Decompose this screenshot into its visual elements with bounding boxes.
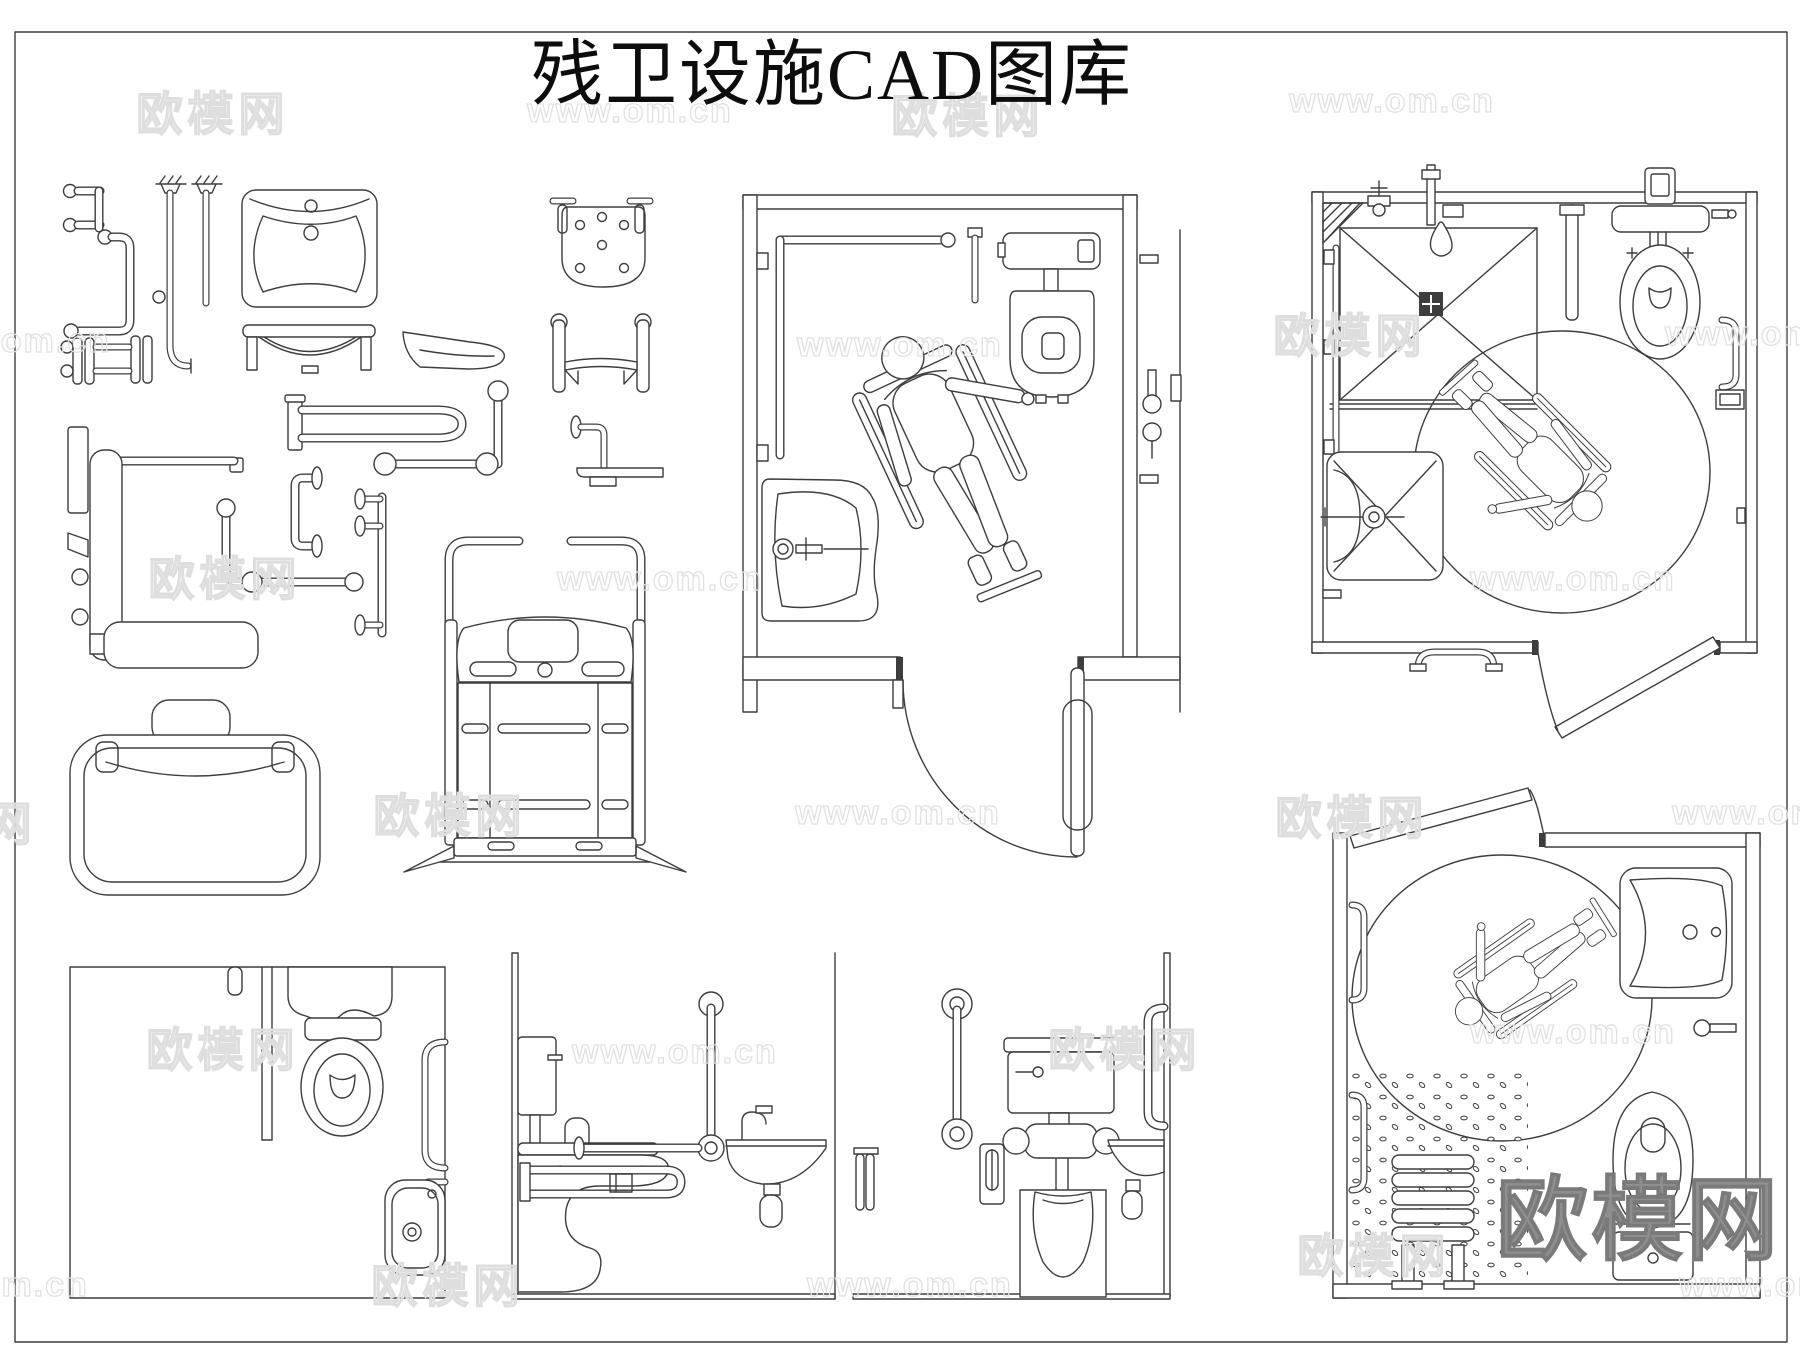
floorplan-accessible-wc (742, 194, 1182, 858)
watermark-site: www.om.cn (1664, 315, 1800, 353)
grab-bar-corner (216, 457, 364, 593)
shower-chair-side-view (67, 426, 259, 669)
page-border (14, 31, 1788, 1343)
watermark-layer: 欧模网 www.om.cn 欧模网 www.om.cn www.om.cn ww… (0, 81, 1800, 1312)
watermark-brand: 欧模网 (1298, 1230, 1451, 1282)
floorplan-shower-room (1311, 164, 1758, 739)
watermark-site: www.om.cn (571, 1033, 778, 1071)
washbasin-front-view (242, 324, 376, 374)
wheelchair-lift-front-view (403, 536, 687, 873)
corner-shelf-pipe (570, 415, 664, 487)
watermark-site: www.om.cn (1288, 82, 1495, 120)
elevation-toilet-front (852, 952, 1171, 1300)
watermark-brand: 欧模网 (892, 90, 1045, 142)
watermark-site: www.om.cn (1469, 560, 1676, 598)
grab-bar-vertical (354, 488, 387, 638)
watermark-brand: 欧模网 (1274, 310, 1427, 362)
watermark-brand: 欧模网 (374, 790, 527, 842)
grab-bar-combination (60, 183, 153, 385)
commode-chair-top-view (69, 699, 321, 896)
shower-seat-front-view (550, 313, 652, 393)
towel-rail (290, 466, 323, 558)
shower-seat-top-view (549, 197, 654, 288)
watermark-site: www.om.cn (806, 1266, 1013, 1304)
watermark-site: www.om.cn (1671, 794, 1800, 832)
watermark-brand: 欧模网 (372, 1260, 525, 1312)
watermark-site: www.om.cn (796, 326, 1003, 364)
watermark-site: www.om.cn (0, 1266, 89, 1304)
watermark-brand-large: 欧模网 (1496, 1170, 1781, 1272)
sheet-title: 残卫设施CAD图库 (531, 35, 1133, 115)
floorplan-toilet-plan (69, 966, 449, 1299)
elevation-wall-hung-toilet (511, 952, 836, 1300)
watermark-site: www.om.cn (1678, 1266, 1800, 1304)
watermark-brand: 欧模网 (0, 798, 37, 850)
watermark-brand: 欧模网 (149, 553, 302, 605)
washbasin-top-view (241, 189, 378, 308)
ceiling-rail-pair (152, 175, 223, 374)
floorplan-wc-wheelchair (1332, 787, 1761, 1299)
watermark-brand: 欧模网 (1276, 792, 1429, 844)
watermark-site: www.om.cn (526, 92, 733, 130)
watermark-site: www.om.cn (1469, 1013, 1676, 1051)
shelf-side-view (402, 331, 506, 370)
grab-bar-l-shape (373, 380, 509, 476)
watermark-brand: 欧模网 (1049, 1024, 1202, 1076)
watermark-brand: 欧模网 (147, 1024, 300, 1076)
watermark-site: www.om.cn (794, 794, 1001, 832)
watermark-brand: 欧模网 (137, 88, 290, 140)
grab-rail-u-shape (284, 394, 467, 451)
watermark-site: www.om.cn (556, 560, 763, 598)
watermark-site: www.om.cn (0, 322, 111, 360)
